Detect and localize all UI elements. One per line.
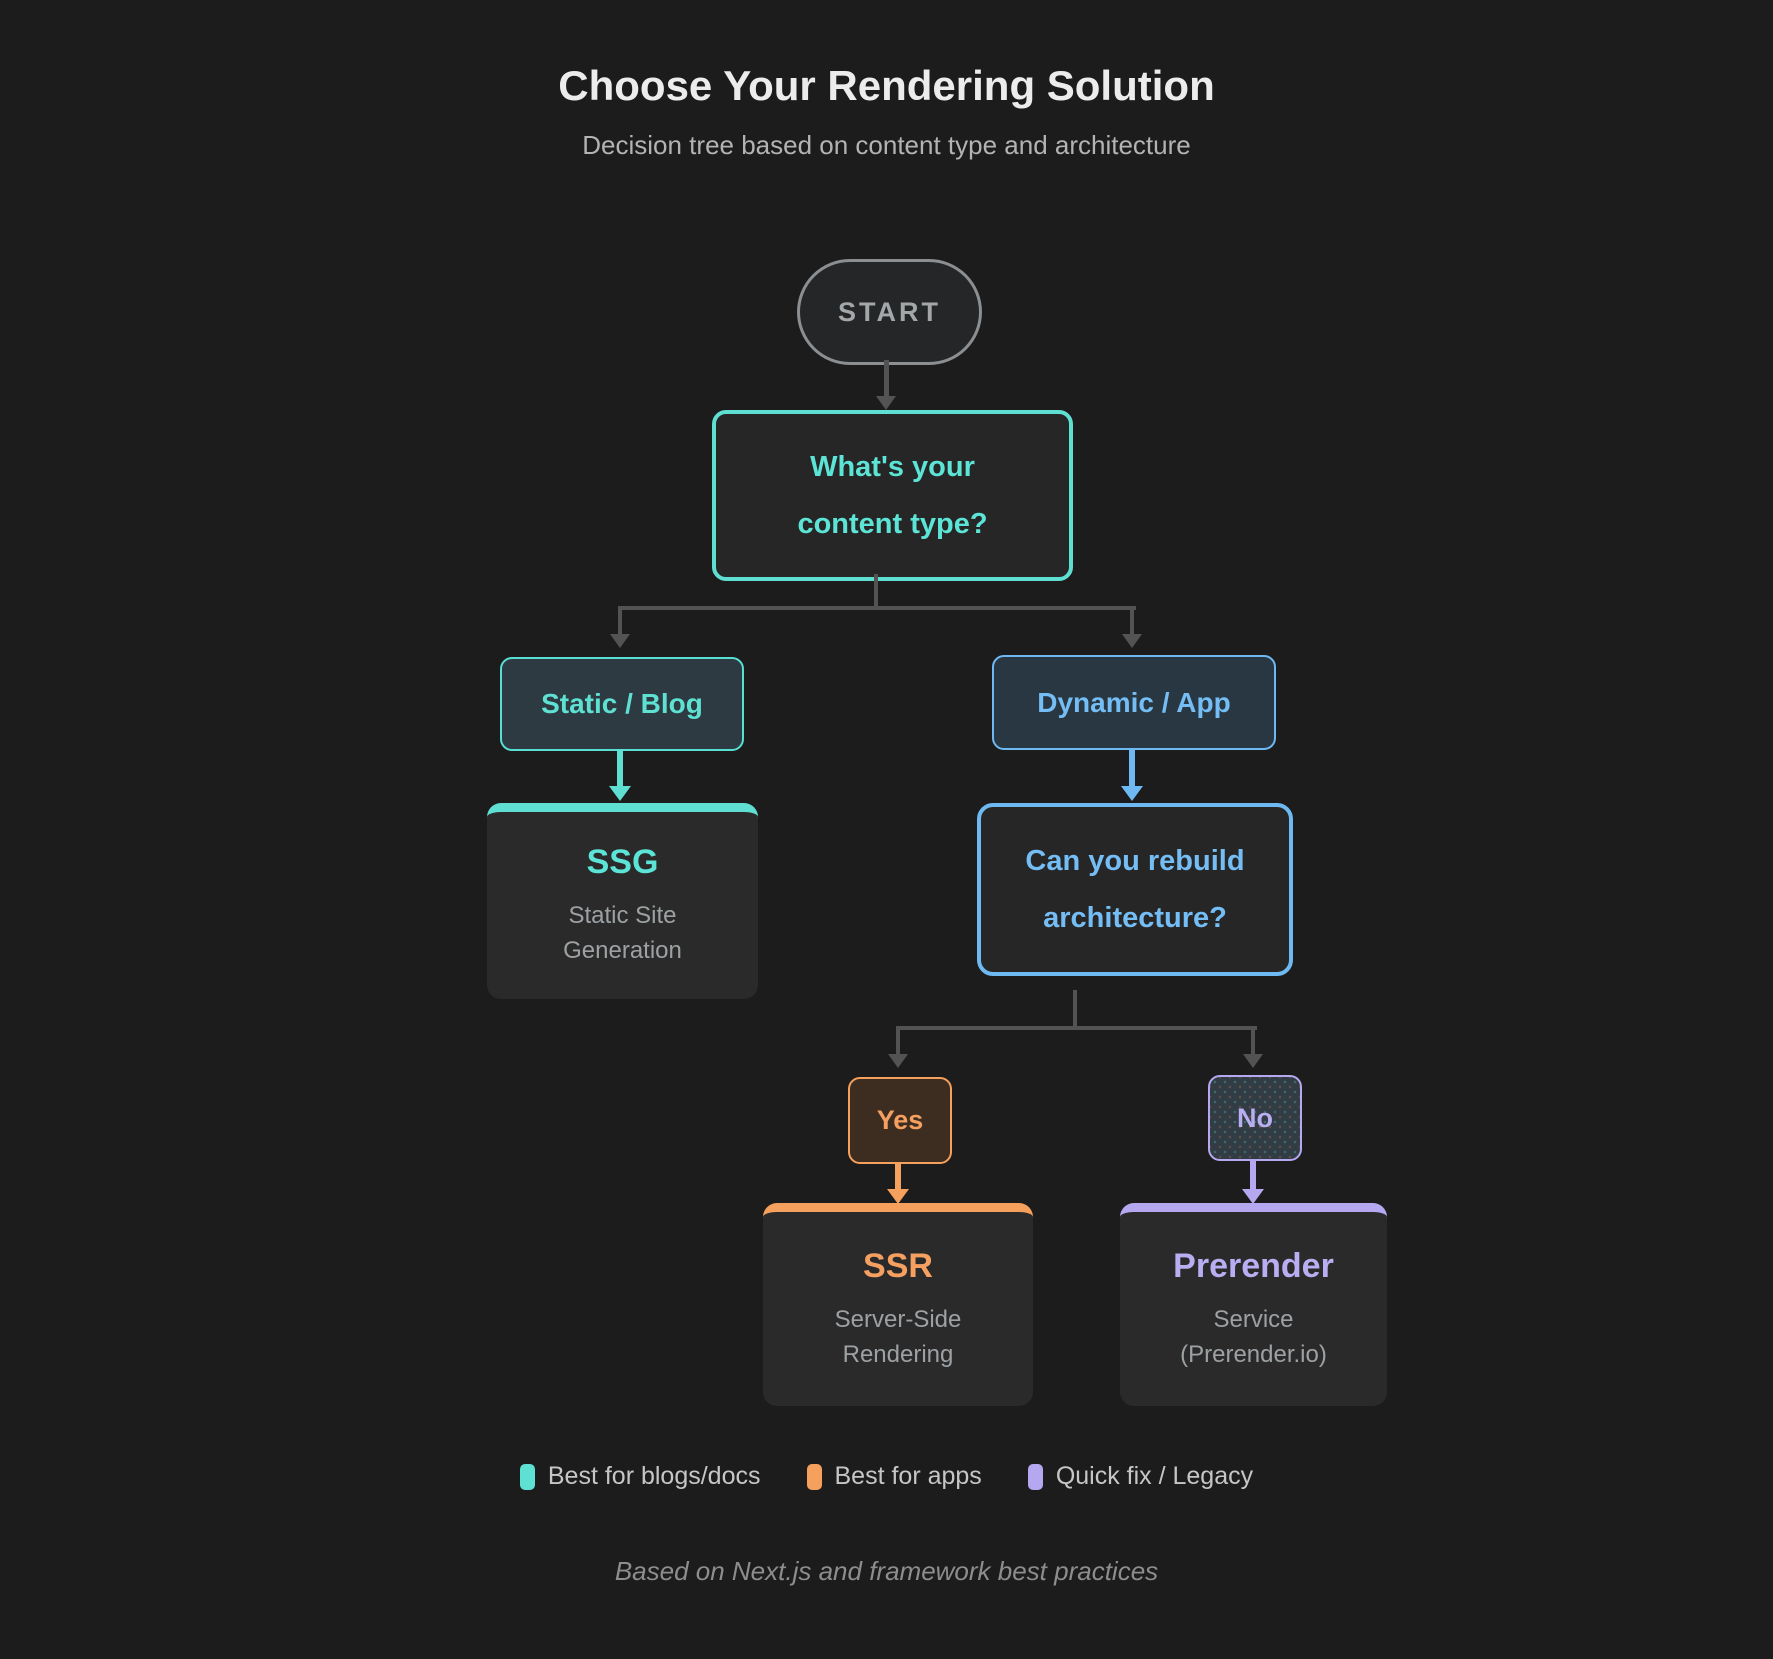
arrowhead-to-dynamic-app bbox=[1122, 634, 1142, 648]
ssg-subtitle-line1: Static Site bbox=[568, 902, 677, 929]
start-node: START bbox=[797, 259, 982, 365]
legend-label-blogs-docs: Best for blogs/docs bbox=[547, 1462, 761, 1490]
question-content-type-line2: content type? bbox=[797, 507, 988, 540]
option-static-blog: Static / Blog bbox=[500, 657, 744, 751]
legend-item-legacy: Quick fix / Legacy bbox=[1027, 1462, 1254, 1491]
connector-yes-to-ssr bbox=[895, 1162, 901, 1190]
connector-branch1-horizontal bbox=[618, 606, 1136, 610]
connector-branch1-stem bbox=[874, 574, 878, 608]
connector-dynamic-to-rebuild bbox=[1129, 749, 1135, 787]
purple-swatch-icon bbox=[1027, 1463, 1043, 1490]
connector-no-to-prerender bbox=[1250, 1159, 1256, 1190]
arrowhead-start-to-content bbox=[876, 396, 896, 410]
connector-branch2-stem bbox=[1073, 990, 1077, 1028]
question-rebuild-line1: Can you rebuild bbox=[1025, 844, 1245, 877]
result-ssg-card: SSG Static Site Generation bbox=[487, 803, 758, 999]
ssr-subtitle-line1: Server-Side bbox=[834, 1305, 962, 1333]
connector-branch2-right-drop bbox=[1251, 1026, 1255, 1056]
legend-item-blogs-docs: Best for blogs/docs bbox=[519, 1462, 761, 1491]
option-yes: Yes bbox=[848, 1077, 952, 1164]
connector-branch2-left-drop bbox=[896, 1026, 900, 1056]
connector-static-to-ssg bbox=[617, 749, 623, 787]
arrowhead-yes-to-ssr bbox=[887, 1189, 909, 1204]
legend-label-apps: Best for apps bbox=[834, 1462, 982, 1490]
start-label: START bbox=[838, 296, 941, 327]
page-subtitle: Decision tree based on content type and … bbox=[582, 130, 1191, 160]
option-static-blog-label: Static / Blog bbox=[541, 688, 703, 719]
arrowhead-to-static-blog bbox=[610, 634, 630, 648]
arrowhead-dynamic-to-rebuild bbox=[1121, 786, 1143, 801]
ssg-title: SSG bbox=[586, 843, 659, 881]
question-rebuild-architecture: Can you rebuild architecture? bbox=[977, 803, 1293, 976]
option-no: No bbox=[1208, 1075, 1302, 1161]
connector-start-to-content bbox=[884, 360, 889, 398]
connector-branch1-right-drop bbox=[1130, 606, 1134, 636]
teal-swatch-icon bbox=[519, 1463, 535, 1490]
page-title: Choose Your Rendering Solution bbox=[558, 62, 1215, 109]
arrowhead-to-yes bbox=[888, 1054, 908, 1068]
question-rebuild-line2: architecture? bbox=[1043, 901, 1227, 934]
prerender-title: Prerender bbox=[1173, 1246, 1334, 1285]
option-yes-label: Yes bbox=[876, 1105, 924, 1135]
ssr-subtitle-line2: Rendering bbox=[842, 1340, 954, 1368]
question-content-type-line1: What's your bbox=[810, 450, 975, 483]
option-dynamic-app-label: Dynamic / App bbox=[1037, 686, 1231, 718]
arrowhead-static-to-ssg bbox=[609, 786, 631, 801]
ssg-subtitle-line2: Generation bbox=[563, 937, 682, 964]
result-prerender-card: Prerender Service (Prerender.io) bbox=[1120, 1203, 1387, 1406]
prerender-subtitle-line1: Service bbox=[1213, 1305, 1294, 1333]
legend-item-apps: Best for apps bbox=[806, 1462, 982, 1491]
arrowhead-to-no bbox=[1243, 1054, 1263, 1068]
arrowhead-no-to-prerender bbox=[1242, 1189, 1264, 1204]
option-dynamic-app: Dynamic / App bbox=[992, 655, 1276, 750]
connector-branch2-horizontal bbox=[896, 1026, 1257, 1030]
option-no-label: No bbox=[1237, 1102, 1273, 1133]
ssr-title: SSR bbox=[863, 1246, 933, 1285]
legend-label-legacy: Quick fix / Legacy bbox=[1055, 1462, 1254, 1490]
footer-note: Based on Next.js and framework best prac… bbox=[614, 1556, 1159, 1586]
legend: Best for blogs/docs Best for apps Quick … bbox=[0, 1462, 1773, 1491]
orange-swatch-icon bbox=[806, 1463, 822, 1490]
result-ssr-card: SSR Server-Side Rendering bbox=[763, 1203, 1033, 1406]
prerender-subtitle-line2: (Prerender.io) bbox=[1180, 1340, 1327, 1368]
question-content-type: What's your content type? bbox=[712, 410, 1073, 581]
connector-branch1-left-drop bbox=[618, 606, 622, 636]
